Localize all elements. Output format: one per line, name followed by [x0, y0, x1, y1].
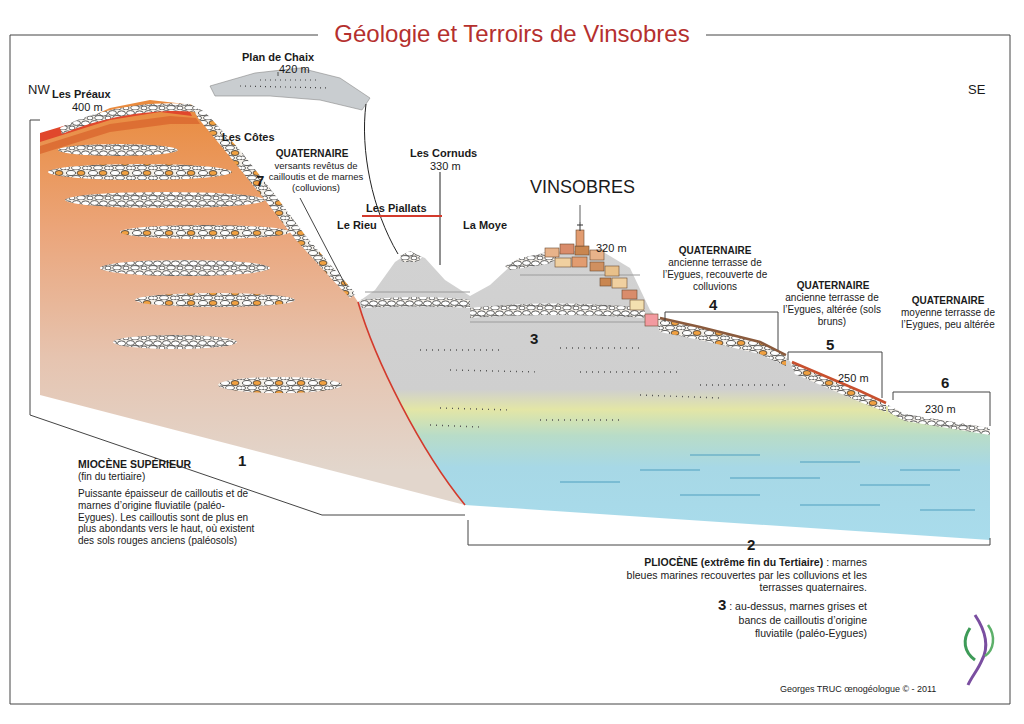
callout-number: 3 [530, 330, 538, 348]
elevation-label: 230 m [925, 403, 956, 416]
place-name: Les Côtes [222, 131, 275, 144]
text-group: 3: au-dessus, marnes grises et bancs de … [715, 596, 867, 639]
unit-description: : au-dessus, marnes grises et bancs de c… [729, 600, 867, 639]
compass-label: NW [28, 82, 50, 97]
callout-number: 4 [709, 296, 717, 314]
place-name: Le Rieu [337, 219, 377, 232]
copyright-note: Georges TRUC œnogéologue © - 2011 [780, 684, 936, 695]
elevation-label: 400 m [72, 101, 103, 114]
callout-number: 2 [747, 536, 755, 554]
period-label: QUATERNAIRE [892, 295, 1004, 307]
unit-description: ancienne terrasse de l’Eygues, altérée (… [772, 292, 892, 327]
period-note: (fin du tertiaire) [78, 471, 145, 483]
period-label: PLIOCÈNE (extrême fin du Tertiaire) [644, 556, 823, 568]
text-group: PLIOCÈNE (extrême fin du Tertiaire): mar… [612, 556, 867, 594]
callout-number: 6 [941, 374, 949, 392]
elevation-label: 330 m [430, 160, 461, 173]
place-name: Les Cornuds [410, 147, 477, 160]
elevation-label: 420 m [279, 63, 310, 76]
unit-description: Puissante épaisseur de cailloutis et de … [78, 488, 256, 547]
elevation-label: 250 m [838, 372, 869, 385]
callout-number: 5 [826, 336, 834, 354]
period-label: QUATERNAIRE [778, 280, 888, 292]
period-label: QUATERNAIRE [262, 148, 362, 160]
period-label: MIOCÈNE SUPÉRIEUR [78, 458, 191, 470]
place-name: La Moye [463, 219, 507, 232]
callout-number: 3 [718, 596, 726, 613]
diagram-title: Géologie et Terroirs de Vinsobres [0, 20, 1024, 48]
period-label: QUATERNAIRE [660, 245, 770, 257]
callout-number: 1 [238, 452, 246, 470]
callout-number: 7 [256, 172, 264, 190]
place-name: Plan de Chaix [242, 51, 314, 64]
village-name: VINSOBRES [530, 177, 635, 198]
place-name: Les Préaux [52, 88, 111, 101]
unit-description: versants revêtus de cailloutis et de mar… [266, 160, 366, 194]
elevation-label: 320 m [596, 242, 627, 255]
unit-description: moyenne terrasse de l’Eygues, peu altéré… [892, 307, 1004, 331]
unit-description: ancienne terrasse de l’Eygues, recouvert… [655, 257, 775, 292]
place-name: Les Piallats [366, 202, 427, 215]
compass-label: SE [968, 82, 985, 97]
